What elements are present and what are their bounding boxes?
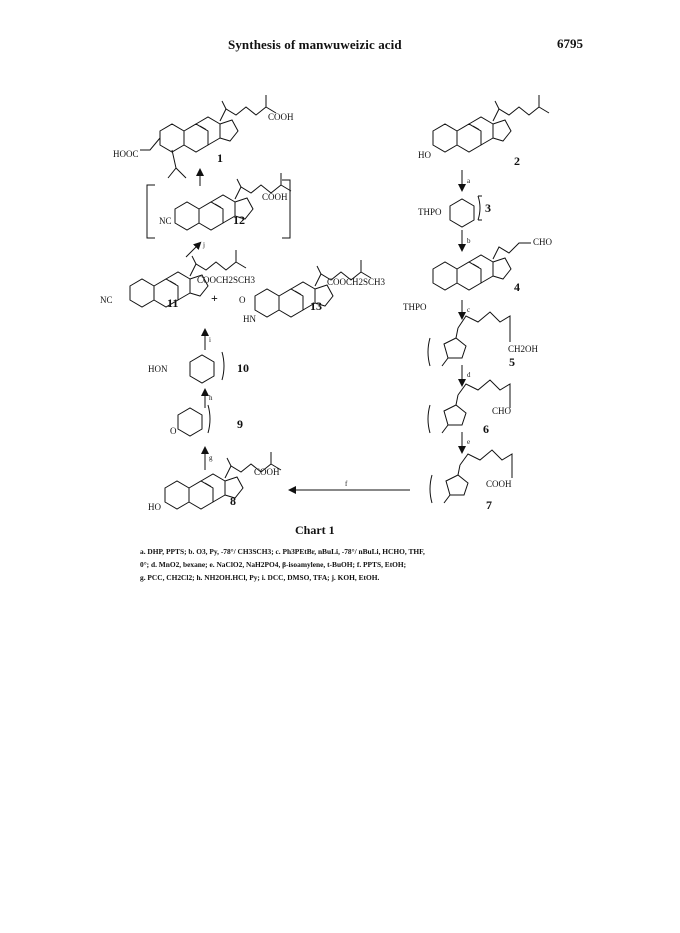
compound-1-structure: COOH HOOC 1 bbox=[113, 94, 294, 179]
compound-7-structure: COOH 7 bbox=[429, 449, 513, 512]
compound-1-number: 1 bbox=[217, 151, 223, 165]
compound-10-structure: HON 10 bbox=[148, 351, 249, 384]
compound-6-structure: CHO 6 bbox=[427, 379, 512, 436]
compound-4-structure: CHO THPO 4 bbox=[403, 237, 553, 312]
plus-sign: + bbox=[211, 291, 218, 305]
compound-5-number: 5 bbox=[509, 355, 515, 369]
compound-1-hooc: HOOC bbox=[113, 149, 139, 159]
compound-7-number: 7 bbox=[486, 498, 492, 512]
compound-9-number: 9 bbox=[237, 417, 243, 431]
compound-1-cooh: COOH bbox=[268, 112, 294, 122]
conditions-line-2: 0°; d. MnO2, bexane; e. NaClO2, NaH2PO4,… bbox=[140, 560, 407, 569]
reaction-arrows bbox=[185, 168, 466, 494]
compound-13-number: 13 bbox=[310, 299, 322, 313]
step-labels: a b c d e f g h i j bbox=[202, 177, 471, 488]
step-label-j: j bbox=[202, 241, 205, 249]
compound-11-structure: COOCH2SCH3 NC 11 bbox=[100, 249, 256, 310]
compound-13-ester: COOCH2SCH3 bbox=[327, 277, 386, 287]
step-label-b: b bbox=[467, 237, 471, 245]
compound-13-oxo: O bbox=[239, 295, 246, 305]
compound-8-structure: COOH HO 8 bbox=[148, 451, 282, 512]
compound-13-nh: HN bbox=[243, 314, 256, 324]
step-label-g: g bbox=[209, 454, 213, 462]
compound-12-nc: NC bbox=[159, 216, 172, 226]
compound-11-number: 11 bbox=[167, 296, 178, 310]
compound-6-cho: CHO bbox=[492, 406, 512, 416]
compound-2-ho: HO bbox=[418, 150, 431, 160]
compound-8-ho: HO bbox=[148, 502, 161, 512]
step-label-e: e bbox=[467, 438, 470, 446]
conditions-line-3: g. PCC, CH2Cl2; h. NH2OH.HCl, Py; i. DCC… bbox=[140, 573, 380, 582]
step-label-h: h bbox=[209, 394, 213, 402]
compound-7-cooh: COOH bbox=[486, 479, 512, 489]
compound-4-cho: CHO bbox=[533, 237, 553, 247]
compound-5-structure: CH2OH 5 bbox=[427, 311, 539, 369]
compound-6-number: 6 bbox=[483, 422, 489, 436]
step-label-a: a bbox=[467, 177, 471, 185]
compound-8-cooh: COOH bbox=[254, 467, 280, 477]
compound-12-number: 12 bbox=[233, 213, 245, 227]
compound-10-hon: HON bbox=[148, 364, 168, 374]
step-label-i: i bbox=[209, 336, 211, 344]
compound-3-number: 3 bbox=[485, 201, 491, 215]
step-label-c: c bbox=[467, 306, 470, 314]
compound-9-structure: O 9 bbox=[170, 404, 243, 437]
conditions-line-1: a. DHP, PPTS; b. O3, Py, -78°/ CH3SCH3; … bbox=[140, 547, 425, 556]
compound-12-structure: COOH NC 12 bbox=[146, 172, 292, 239]
compound-9-oxo: O bbox=[170, 426, 177, 436]
compound-11-ester: COOCH2SCH3 bbox=[197, 275, 256, 285]
compound-3-structure: THPO 3 bbox=[418, 195, 491, 228]
step-label-d: d bbox=[467, 371, 471, 379]
compound-8-number: 8 bbox=[230, 494, 236, 508]
compound-4-number: 4 bbox=[514, 280, 520, 294]
compound-2-number: 2 bbox=[514, 154, 520, 168]
chart-caption: Chart 1 bbox=[295, 523, 335, 537]
compound-12-cooh: COOH bbox=[262, 192, 288, 202]
compound-11-nc: NC bbox=[100, 295, 113, 305]
step-label-f: f bbox=[345, 480, 348, 488]
page-number: 6795 bbox=[557, 36, 583, 51]
compound-3-thpo: THPO bbox=[418, 207, 442, 217]
compound-4-thpo: THPO bbox=[403, 302, 427, 312]
reaction-conditions: a. DHP, PPTS; b. O3, Py, -78°/ CH3SCH3; … bbox=[140, 545, 560, 584]
compound-13-structure: COOCH2SCH3 O HN 13 bbox=[239, 259, 386, 324]
compound-5-ch2oh: CH2OH bbox=[508, 344, 539, 354]
running-header-title: Synthesis of manwuweizic acid bbox=[228, 37, 402, 52]
compound-10-number: 10 bbox=[237, 361, 249, 375]
compound-2-structure: HO 2 bbox=[418, 94, 550, 168]
